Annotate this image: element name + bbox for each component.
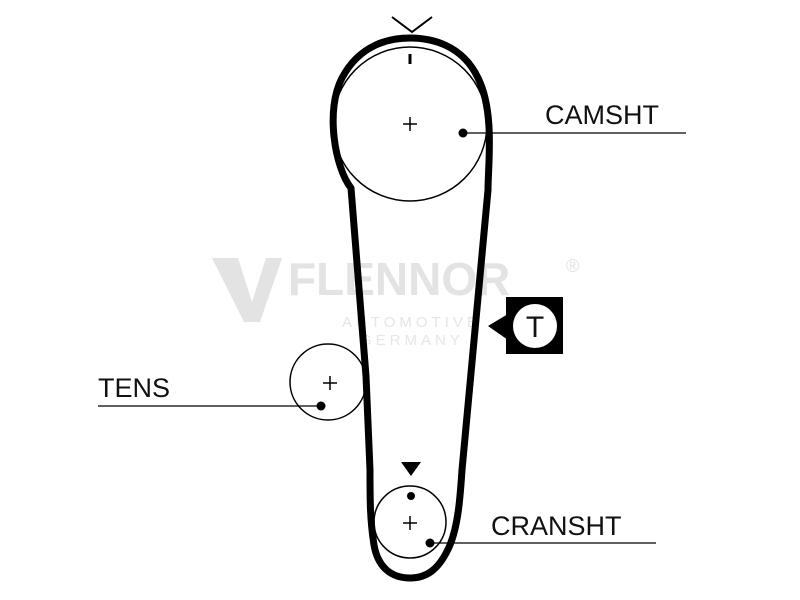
tensioner-label: TENS: [98, 373, 170, 403]
watermark-registered: ®: [566, 256, 579, 276]
tensioner-center-cross-icon: [323, 376, 337, 390]
crankshaft-label: CRANSHT: [491, 511, 622, 541]
watermark-line2: GERMANY: [360, 332, 464, 349]
watermark-brand: FLENNOR: [288, 253, 510, 305]
tension-badge-circle: [513, 304, 557, 348]
crankshaft-center-cross-icon: [403, 516, 417, 530]
tensioner-pulley: [289, 343, 367, 421]
crankshaft-timing-dot: [407, 492, 415, 500]
watermark-logo-mark: [212, 258, 282, 322]
watermark-line1: AUTOMOTIVE: [342, 314, 481, 331]
camshaft-label: CAMSHT: [545, 100, 659, 130]
camshaft-timing-mark-icon: [391, 16, 433, 34]
timing-belt: [329, 34, 493, 582]
camshaft-center-cross-icon: [403, 117, 417, 131]
tension-badge: T: [488, 297, 563, 354]
crankshaft-timing-marker-icon: [401, 462, 421, 476]
tension-badge-letter: T: [526, 311, 544, 344]
tension-badge-pointer: [488, 314, 508, 340]
watermark: FLENNOR ® AUTOMOTIVE GERMANY: [212, 253, 579, 349]
